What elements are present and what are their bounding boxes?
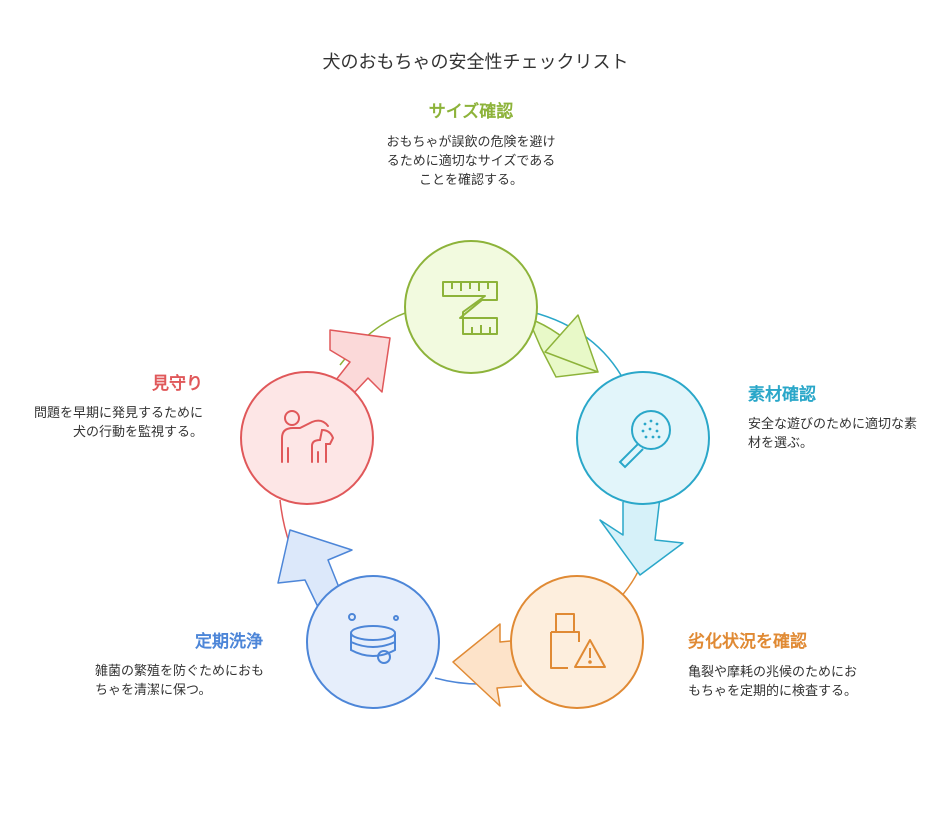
magnifier-icon <box>618 410 671 469</box>
step-desc-material: 安全な遊びのために適切な素材を選ぶ。 <box>748 417 918 451</box>
person-pet-icon <box>281 410 335 463</box>
arrow-wash-to-watch <box>277 499 353 608</box>
step-desc-watch: 問題を早期に発見するために犬の行動を監視する。 <box>33 406 203 440</box>
step-desc-deterioration: 亀裂や摩耗の兆候のためにおもちゃを定期的に検査する。 <box>688 665 858 699</box>
soap-icon <box>348 613 399 664</box>
circle-regular-wash <box>306 575 440 709</box>
step-desc-wash: 雑菌の繁殖を防ぐためにおもちゃを清潔に保つ。 <box>95 664 265 698</box>
step-title-size: サイズ確認 <box>428 102 514 122</box>
step-desc-size: おもちゃが誤飲の危険を避けるために適切なサイズであることを確認する。 <box>386 135 556 188</box>
step-title-watch: 見守り <box>152 374 203 394</box>
arrow-deterioration-to-wash <box>434 623 523 707</box>
arrow-material-to-deterioration <box>599 496 684 601</box>
circle-watch <box>240 371 374 505</box>
circle-material-check <box>576 371 710 505</box>
circle-deterioration-check <box>510 575 644 709</box>
diagram-title: 犬のおもちゃの安全性チェックリスト <box>322 52 629 73</box>
ruler-icon <box>442 281 498 335</box>
usb-warning-icon <box>550 613 606 669</box>
arrow-size-to-material <box>526 311 629 389</box>
step-title-wash: 定期洗浄 <box>195 632 263 652</box>
step-title-material: 素材確認 <box>748 385 816 405</box>
step-title-deterioration: 劣化状況を確認 <box>688 632 807 652</box>
